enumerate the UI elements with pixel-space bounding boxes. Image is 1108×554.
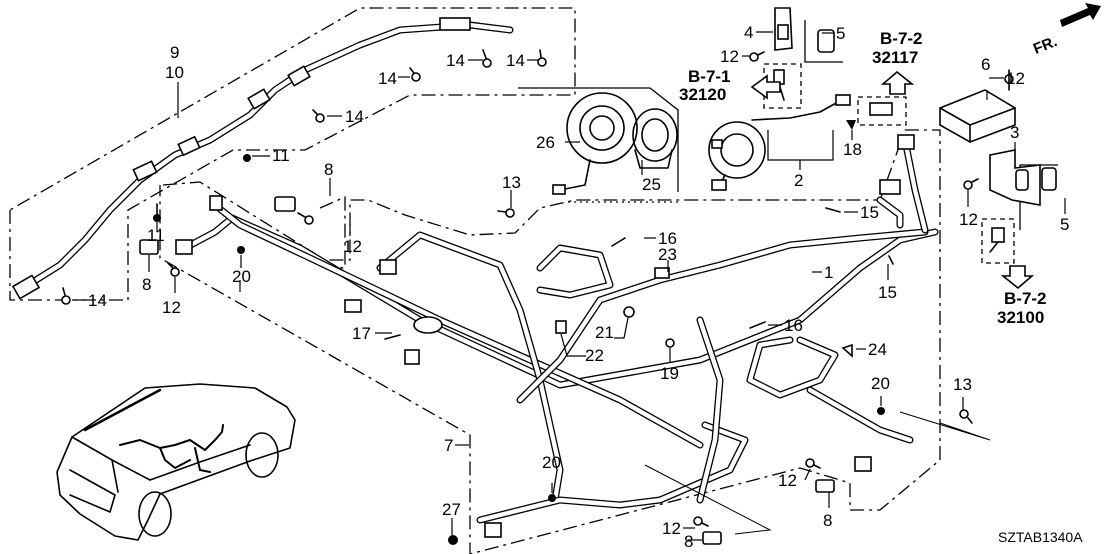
callout-17: 17 — [352, 324, 371, 343]
connector-box-2 — [857, 96, 907, 126]
callout-13: 13 — [953, 375, 972, 394]
fasteners — [61, 49, 1014, 545]
callout-11: 11 — [272, 146, 290, 165]
callout-20: 20 — [542, 453, 561, 472]
callout-26: 26 — [536, 133, 555, 152]
callout-27: 27 — [442, 500, 461, 519]
callout-14: 14 — [446, 51, 465, 70]
srs-unit[interactable] — [939, 89, 1016, 143]
boundary-cable-reel — [518, 87, 679, 192]
connector — [175, 239, 193, 255]
callout-9: 9 — [170, 43, 179, 62]
reference-arrow-up[interactable] — [880, 70, 915, 95]
callout-8: 8 — [142, 275, 151, 294]
front-arrow-icon — [1060, 3, 1101, 27]
callout-7: 7 — [444, 436, 453, 455]
vehicle-location-thumbnail — [56, 383, 296, 541]
callout-10: 10 — [165, 63, 184, 82]
ref-b72b-page[interactable]: 32100 — [997, 308, 1044, 327]
callout-19: 19 — [660, 364, 679, 383]
bracket-3[interactable] — [989, 149, 1041, 206]
callout-18: 18 — [843, 140, 862, 159]
cable-reel[interactable] — [708, 94, 851, 191]
bracket-4[interactable] — [774, 7, 793, 51]
ref-b71-section[interactable]: B-7-1 — [688, 67, 731, 86]
callout-12: 12 — [162, 298, 181, 317]
callout-25: 25 — [642, 175, 661, 194]
callout-8: 8 — [324, 160, 333, 179]
callout-12: 12 — [959, 210, 978, 229]
callout-12: 12 — [1006, 69, 1025, 88]
callout-20: 20 — [871, 374, 890, 393]
callout-16: 16 — [784, 316, 803, 335]
callout-5: 5 — [1060, 215, 1069, 234]
callout-6: 6 — [981, 55, 990, 74]
callout-5: 5 — [836, 24, 845, 43]
callout-14: 14 — [345, 107, 364, 126]
sensor-5-top[interactable] — [817, 29, 835, 53]
leader-lines — [72, 31, 1066, 541]
steering-angle-sensor[interactable] — [632, 108, 678, 169]
callout-12: 12 — [662, 519, 681, 538]
callout-14: 14 — [378, 69, 397, 88]
callout-4: 4 — [744, 23, 753, 42]
ref-b71-page[interactable]: 32120 — [679, 85, 726, 104]
reference-labels[interactable]: B-7-1 32120 B-7-2 32117 B-7-2 32100 — [679, 29, 1047, 327]
callout-8: 8 — [823, 511, 832, 530]
callout-15: 15 — [878, 283, 897, 302]
connector-box-3 — [981, 218, 1015, 264]
ref-b72-section[interactable]: B-7-2 — [880, 29, 923, 48]
callout-14: 14 — [88, 291, 107, 310]
callout-1: 1 — [824, 263, 833, 282]
callout-12: 12 — [343, 237, 362, 256]
boundary-sensor-8 — [319, 196, 346, 269]
callout-22: 22 — [585, 346, 604, 365]
callout-13: 13 — [502, 173, 521, 192]
sensor-5-right[interactable] — [1041, 167, 1057, 191]
callout-8: 8 — [684, 532, 693, 551]
callout-20: 20 — [232, 267, 251, 286]
boundary-bracket-5 — [804, 20, 843, 63]
drawing-code: SZTAB1340A — [998, 529, 1083, 545]
floor-wire-harness[interactable] — [175, 134, 939, 538]
callout-12: 12 — [720, 47, 739, 66]
callout-2: 2 — [794, 171, 803, 190]
curtain-airbag[interactable] — [11, 17, 514, 300]
ref-b72b-section[interactable]: B-7-2 — [1004, 289, 1047, 308]
callout-23: 23 — [658, 245, 677, 264]
callout-24: 24 — [868, 340, 887, 359]
cable-reel-assembly[interactable] — [552, 92, 638, 195]
callouts: 9 10 14 14 14 14 14 11 11 8 12 8 12 20 1… — [88, 23, 1069, 551]
callout-16: 16 — [658, 229, 677, 248]
callout-3: 3 — [1010, 123, 1019, 142]
callout-14: 14 — [506, 51, 525, 70]
connector-icon — [869, 102, 893, 116]
callout-12: 12 — [778, 471, 797, 490]
callout-21: 21 — [595, 323, 614, 342]
connector-icon — [991, 227, 1005, 243]
boundary-curtain-airbag — [9, 7, 576, 301]
callout-11: 11 — [147, 226, 165, 245]
front-direction-label: FR. — [1031, 33, 1060, 58]
reference-arrow-left[interactable] — [750, 74, 781, 100]
ref-b72-page[interactable]: 32117 — [872, 48, 918, 67]
callout-15: 15 — [860, 203, 879, 222]
reference-arrow-down[interactable] — [1000, 265, 1035, 290]
